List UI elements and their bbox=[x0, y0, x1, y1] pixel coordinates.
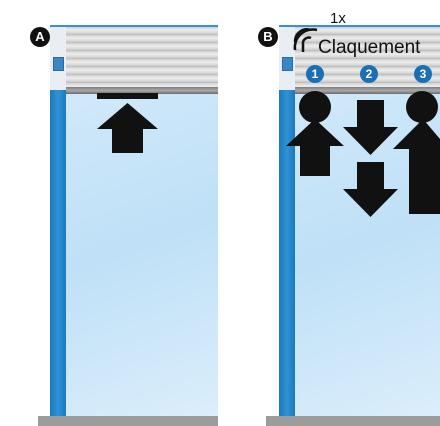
arrow-up-icon bbox=[286, 119, 344, 176]
step-1-badge: 1 bbox=[306, 65, 324, 83]
panel-b-badge: B bbox=[258, 27, 278, 47]
panel-b-window bbox=[279, 25, 440, 418]
panel-b-side-rail bbox=[279, 27, 295, 418]
arrow-up-icon bbox=[97, 103, 158, 153]
step-2-badge: 2 bbox=[360, 65, 378, 83]
panel-a-shutter bbox=[66, 27, 218, 91]
panel-a-side-rail bbox=[50, 27, 66, 418]
arrow-down-icon bbox=[343, 162, 398, 217]
panel-b-shutter-bar bbox=[295, 87, 440, 94]
panel-a-motor-label bbox=[53, 57, 64, 71]
panel-a-badge: A bbox=[30, 27, 50, 47]
panel-a-floor bbox=[38, 416, 218, 426]
stop-bar bbox=[97, 93, 158, 99]
tap-count-label: 1x bbox=[330, 10, 346, 27]
arrow-up-icon bbox=[393, 119, 440, 214]
arrow-down-icon bbox=[343, 100, 398, 155]
panel-a-window bbox=[50, 25, 218, 418]
person-head-icon bbox=[406, 91, 438, 123]
panel-b-motor-label bbox=[282, 57, 293, 71]
panel-a-shutter-bar bbox=[66, 87, 218, 94]
step-3-badge: 3 bbox=[414, 65, 432, 83]
gesture-label: Claquement bbox=[318, 37, 421, 58]
tap-signal-icon bbox=[293, 28, 318, 52]
panel-b-floor bbox=[266, 416, 440, 426]
person-head-icon bbox=[299, 91, 331, 123]
